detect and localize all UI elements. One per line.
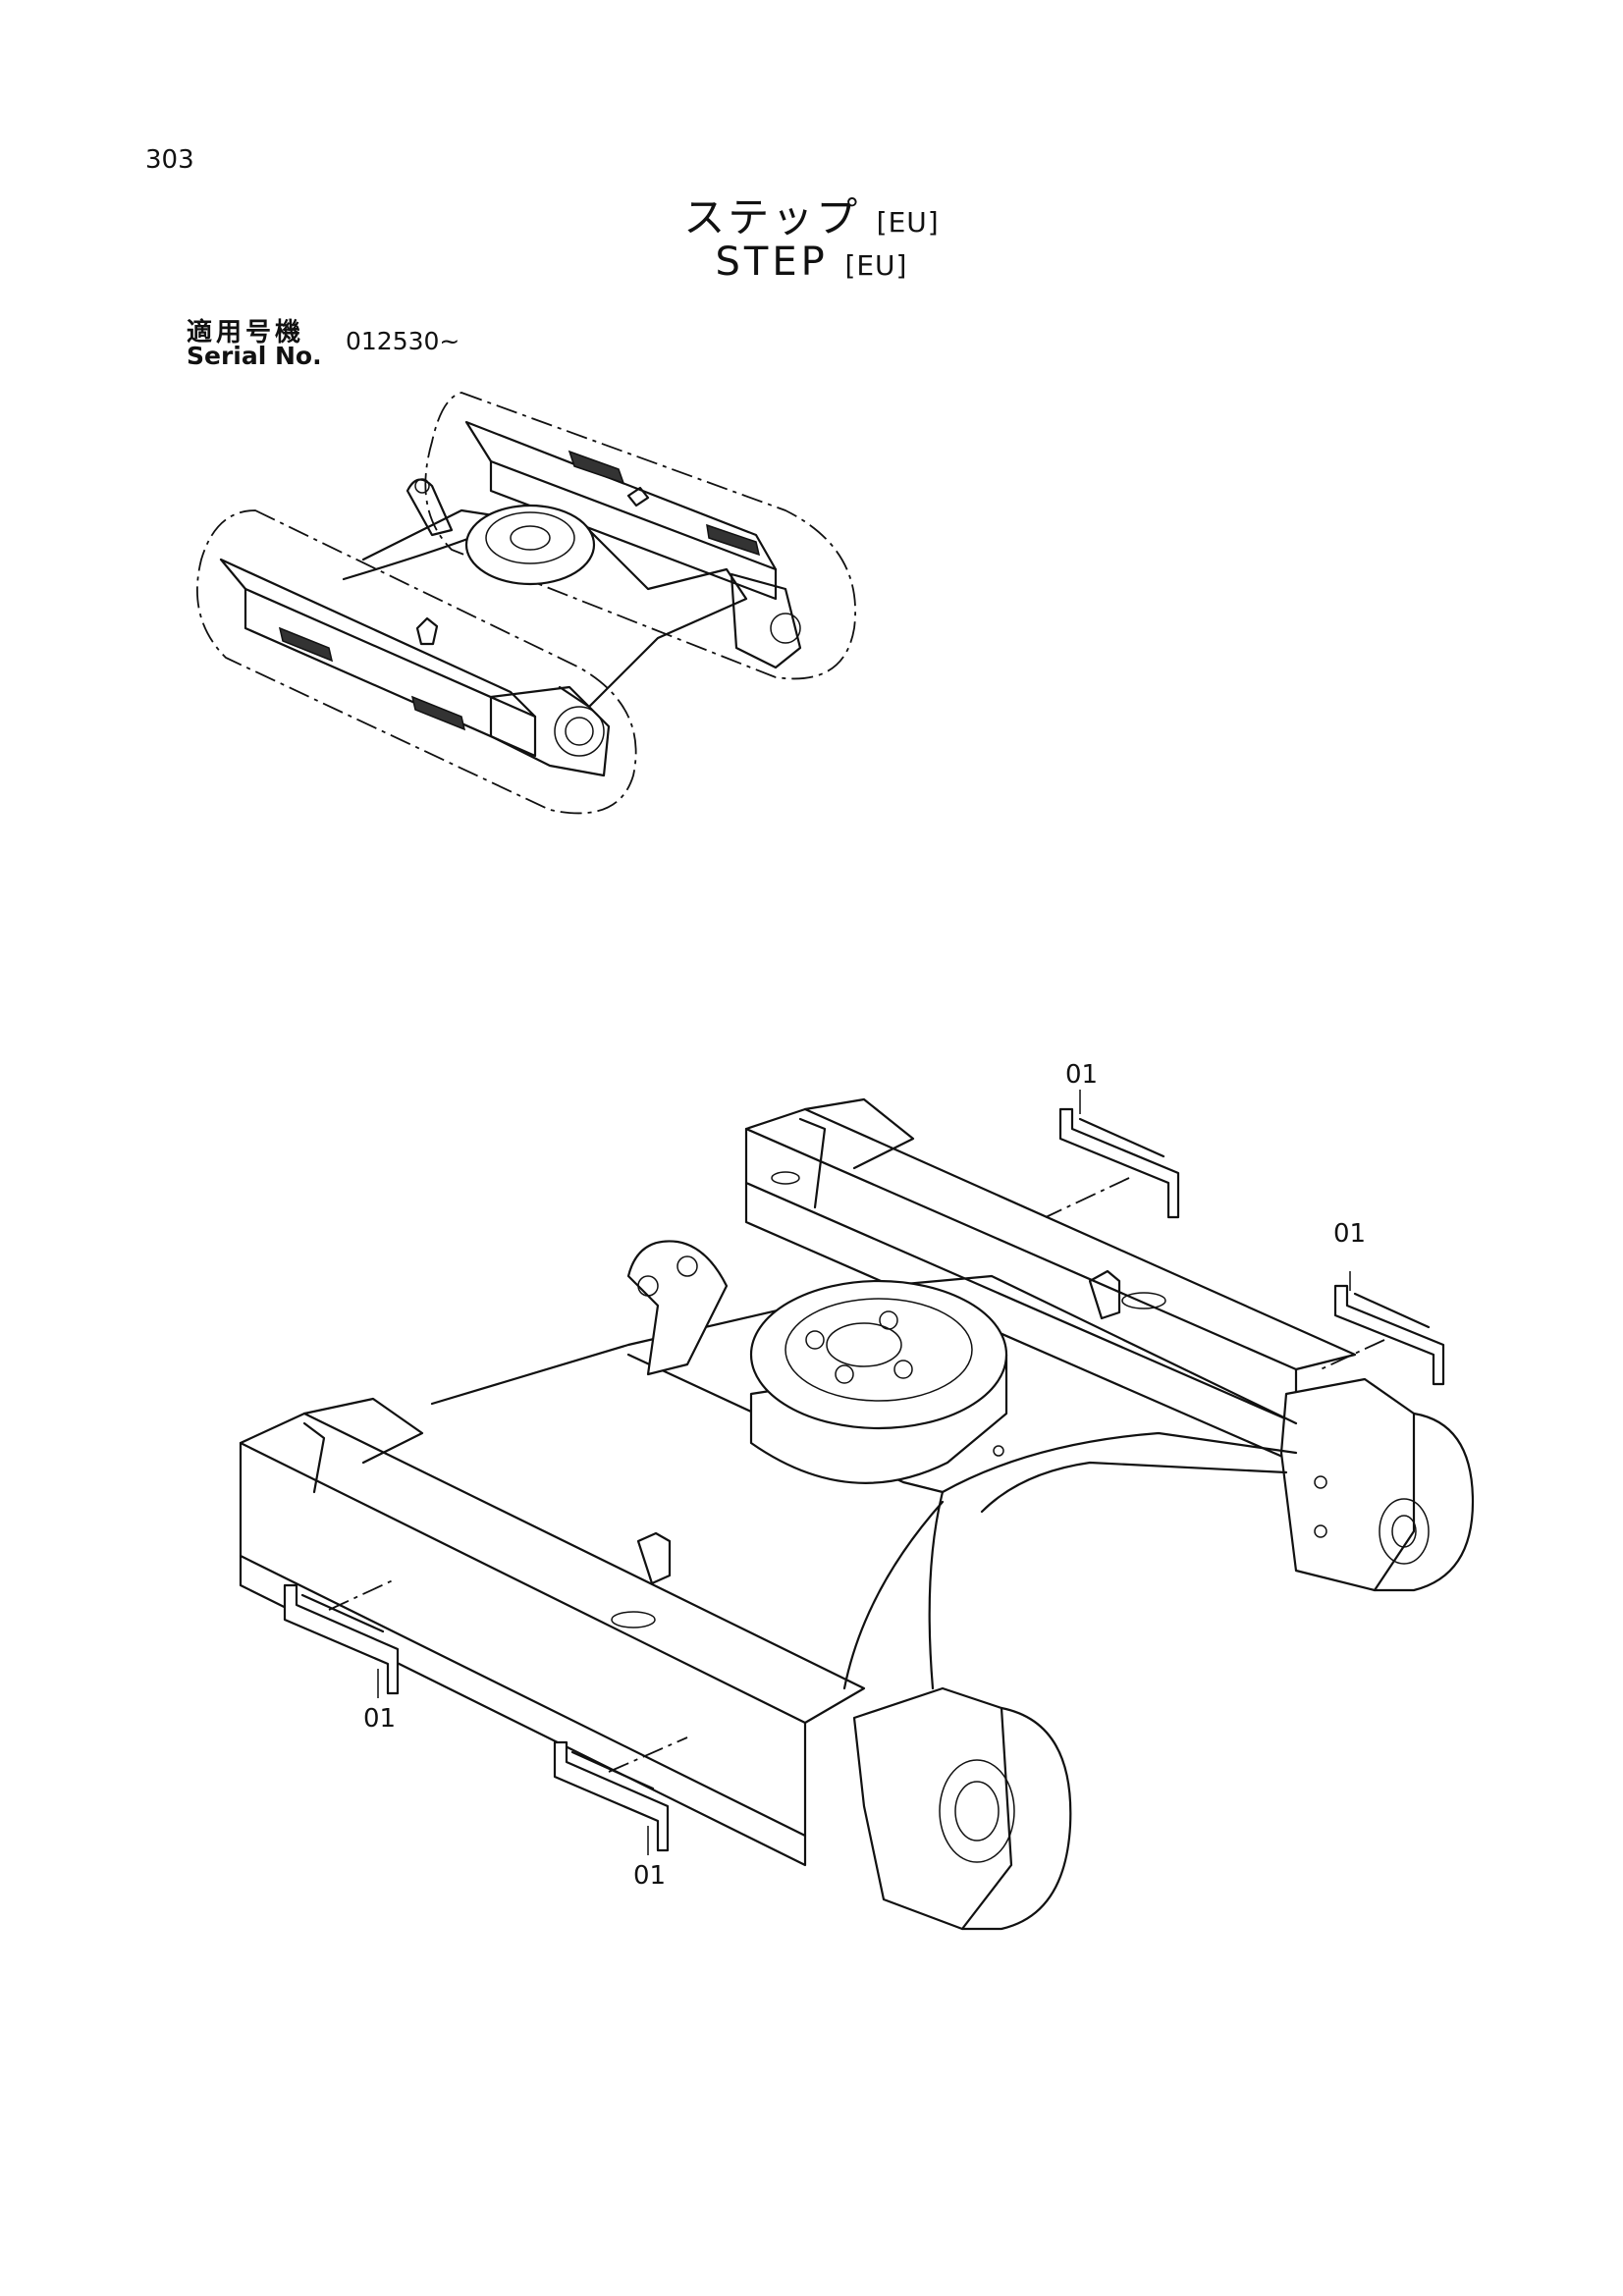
- step-part-left: [283, 1579, 400, 1695]
- title-en-text: STEP: [715, 240, 829, 285]
- serial-range: 012530~: [346, 327, 460, 355]
- title-en-tag: [EU]: [844, 249, 908, 282]
- serial-label-jp: 適用号機: [187, 318, 305, 347]
- detail-undercarriage-frame: [239, 1090, 1475, 1931]
- title-jp-text: ステップ: [683, 193, 861, 241]
- page-number: 303: [145, 145, 194, 175]
- title-jp-tag: [EU]: [876, 206, 940, 239]
- serial-label-en: Serial No.: [187, 342, 322, 370]
- callout-label: 01: [1065, 1060, 1099, 1090]
- step-part-lower: [553, 1736, 688, 1852]
- callout-label: 01: [1333, 1219, 1367, 1249]
- callout-label: 01: [633, 1861, 667, 1891]
- title-japanese: ステップ [EU]: [0, 185, 1623, 244]
- overview-undercarriage: [196, 392, 856, 815]
- callout-label: 01: [363, 1704, 397, 1734]
- title-english: STEP [EU]: [0, 240, 1623, 285]
- step-part-upper-right: [1045, 1107, 1180, 1219]
- step-part-right: [1320, 1284, 1445, 1386]
